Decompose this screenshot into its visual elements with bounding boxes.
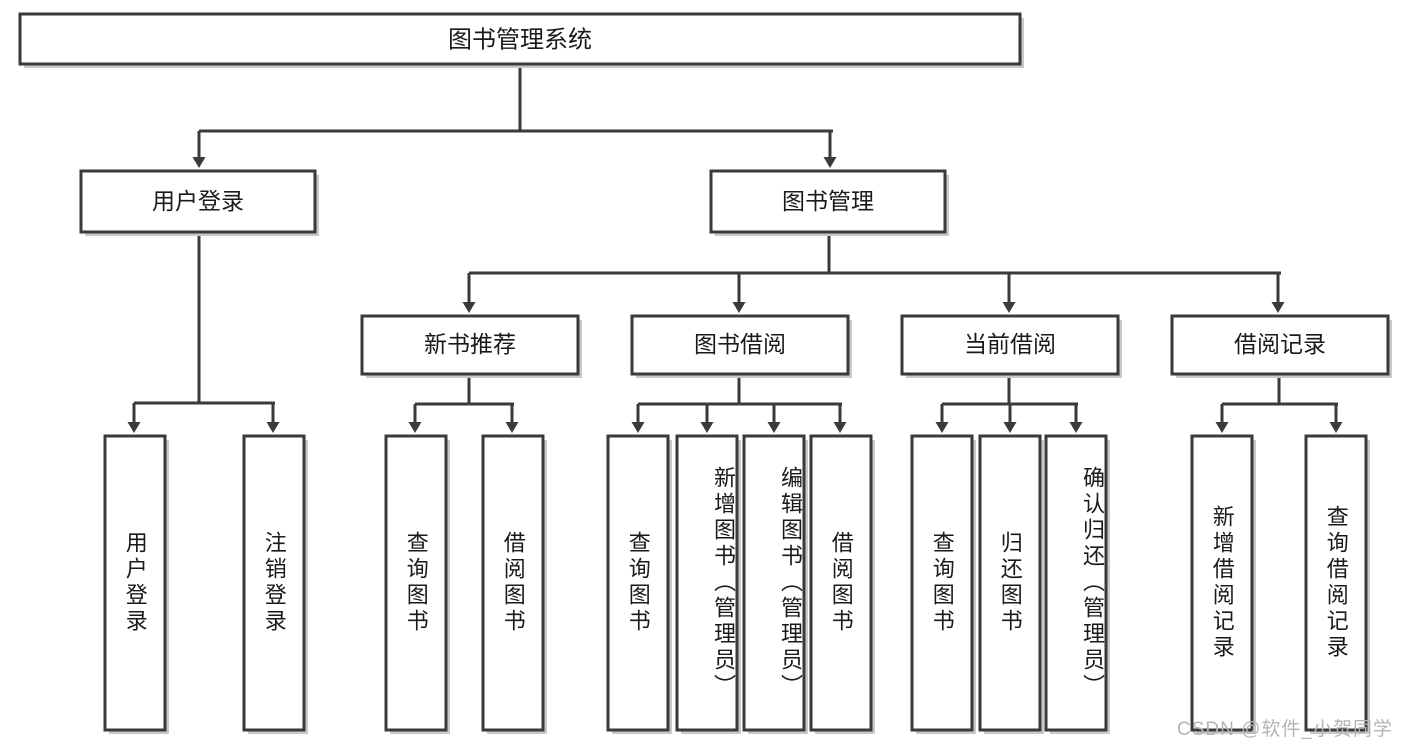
leaf-node[interactable] [1044, 434, 1110, 734]
node-book-borrow[interactable]: 图书借阅 [630, 314, 852, 378]
node-book-management-label: 图书管理 [782, 188, 874, 214]
connector-recommend-to-leaves [408, 375, 519, 433]
node-borrow-record[interactable]: 借阅记录 [1170, 314, 1392, 378]
leaf-node[interactable] [978, 434, 1044, 734]
node-current-borrow[interactable]: 当前借阅 [900, 314, 1122, 378]
node-new-book-recommend[interactable]: 新书推荐 [360, 314, 582, 378]
node-book-management[interactable]: 图书管理 [709, 169, 949, 236]
node-user-login-label: 用户登录 [152, 188, 244, 214]
node-borrow-record-label: 借阅记录 [1234, 331, 1326, 357]
watermark: CSDN @软件_小贺同学 [1177, 719, 1393, 740]
leaf-node[interactable] [103, 434, 169, 734]
node-root-label: 图书管理系统 [448, 26, 592, 53]
connector-root-to-level2 [192, 66, 837, 168]
leaf-node[interactable] [481, 434, 547, 734]
node-book-borrow-label: 图书借阅 [694, 331, 786, 357]
leaf-node[interactable] [809, 434, 875, 734]
leaf-node[interactable] [910, 434, 976, 734]
leaf-node[interactable] [742, 434, 808, 734]
node-new-book-recommend-label: 新书推荐 [424, 331, 516, 357]
leaf-node[interactable] [1190, 434, 1256, 734]
connector-userlogin-to-leaves [127, 233, 280, 433]
leaf-node[interactable] [1304, 434, 1370, 734]
leaf-node[interactable] [606, 434, 672, 734]
leaf-node[interactable] [242, 434, 308, 734]
connector-current-to-leaves [935, 375, 1083, 433]
node-user-login[interactable]: 用户登录 [79, 169, 319, 236]
connector-record-to-leaves [1215, 375, 1343, 433]
node-current-borrow-label: 当前借阅 [964, 331, 1056, 357]
connector-borrow-to-leaves [631, 375, 847, 433]
connector-bookmgmt-to-level3 [462, 233, 1285, 313]
leaf-node[interactable] [675, 434, 741, 734]
leaf-node[interactable] [384, 434, 450, 734]
node-root[interactable]: 图书管理系统 [18, 12, 1024, 68]
